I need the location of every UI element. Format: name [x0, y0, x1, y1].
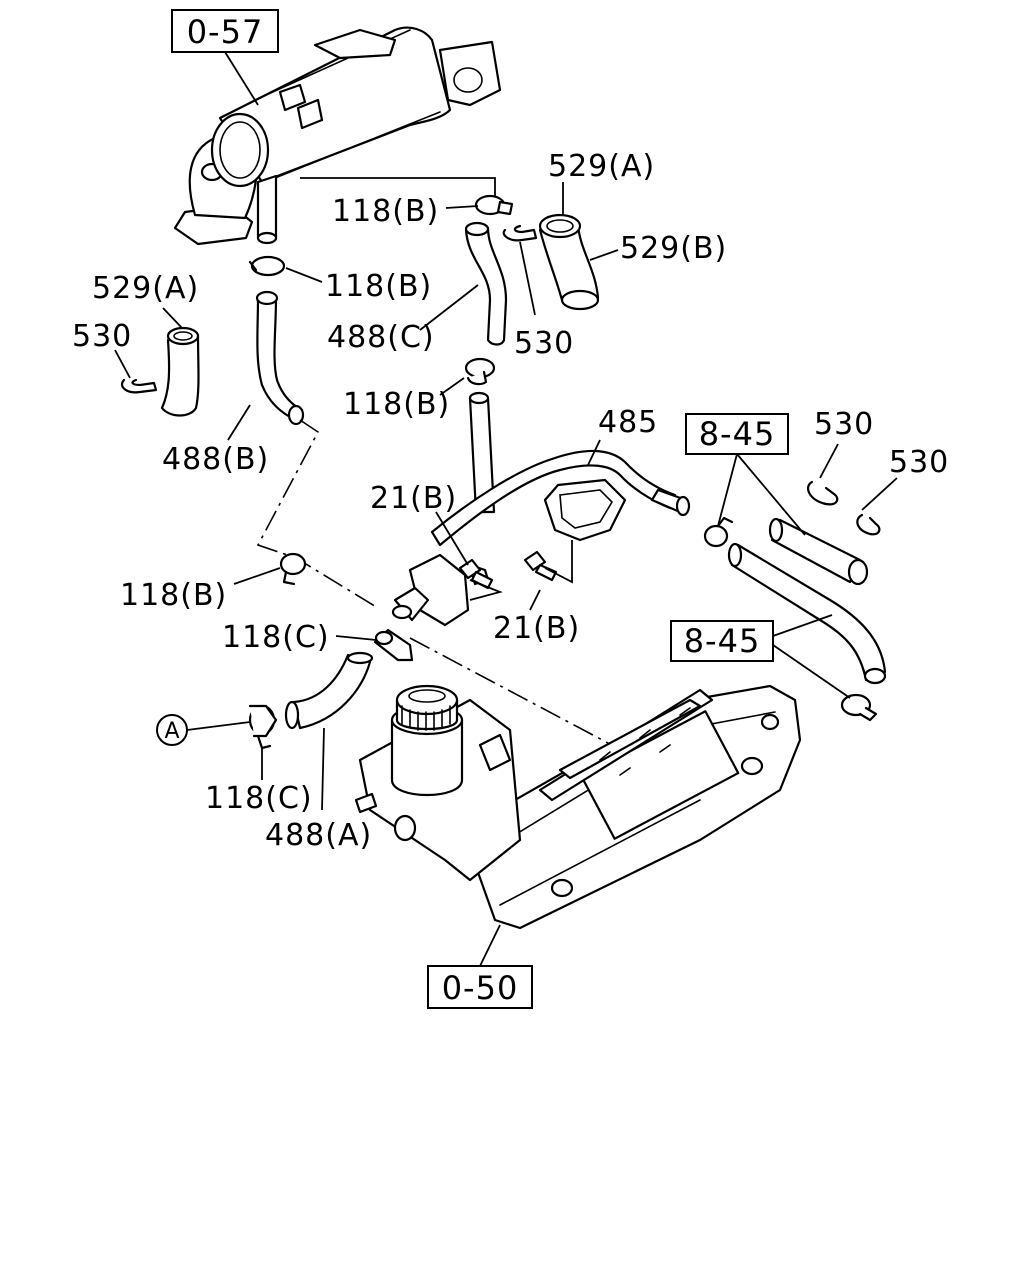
hose-8-45-straight[interactable] — [768, 517, 869, 586]
pipe-485[interactable] — [430, 449, 691, 547]
hose-488b[interactable] — [255, 290, 305, 426]
clamp-118b-cooler[interactable] — [248, 255, 286, 277]
label-530-left: 530 — [72, 319, 132, 354]
label-530-right-b: 530 — [889, 445, 949, 480]
oil-cooler-ref-label: 0-50 — [442, 969, 519, 1007]
clamp-118c-lower[interactable] — [248, 704, 278, 750]
label-118b-lower-left: 118(B) — [120, 578, 227, 613]
label-118b-mid-left: 118(B) — [325, 269, 432, 304]
label-118b-top: 118(B) — [332, 194, 439, 229]
egr-cooler — [173, 26, 502, 246]
connector-a-label: A — [164, 719, 179, 744]
clamp-8-45-lower[interactable] — [840, 693, 878, 722]
pipe-vertical[interactable] — [468, 391, 496, 514]
clamp-118b-top[interactable] — [474, 194, 514, 216]
clamp-118b-lower[interactable] — [279, 552, 307, 586]
bolt-21b-upper[interactable] — [458, 558, 494, 590]
label-21b-lower: 21(B) — [493, 611, 580, 646]
label-118c-lower: 118(C) — [205, 781, 313, 816]
label-488c: 488(C) — [327, 320, 435, 355]
oil-cooler-assembly — [354, 684, 802, 930]
oil-cooler-ref-box[interactable] — [427, 965, 533, 1009]
ref-8-45-lower-label: 8-45 — [684, 622, 761, 660]
label-488b: 488(B) — [162, 442, 269, 477]
clip-530-center[interactable] — [502, 224, 538, 242]
label-488a: 488(A) — [265, 818, 372, 853]
hose-488c[interactable] — [464, 221, 508, 346]
clamp-118c-upper[interactable] — [373, 628, 414, 662]
hose-8-45-bent[interactable] — [727, 542, 887, 685]
clamp-8-45-upper[interactable] — [703, 516, 734, 548]
clip-530-right-a[interactable] — [807, 480, 839, 506]
bolt-21b-lower[interactable] — [523, 550, 558, 582]
flow-line-lower — [409, 637, 641, 761]
ref-8-45-upper-label: 8-45 — [699, 415, 776, 453]
hose-488a[interactable] — [284, 651, 374, 730]
hose-529b[interactable] — [538, 223, 600, 311]
label-485: 485 — [598, 405, 658, 440]
label-529a-left: 529(A) — [92, 271, 199, 306]
label-530-center: 530 — [514, 326, 574, 361]
label-118c-upper: 118(C) — [222, 620, 330, 655]
egr-cooler-ref-box[interactable] — [171, 9, 279, 53]
clip-530-left[interactable] — [120, 378, 158, 394]
flow-line-left — [256, 419, 379, 609]
label-529a-top: 529(A) — [548, 149, 655, 184]
label-118b-mid-right: 118(B) — [343, 387, 450, 422]
label-21b-upper: 21(B) — [370, 481, 457, 516]
ref-8-45-lower-box[interactable] — [670, 620, 774, 662]
label-530-right-a: 530 — [814, 407, 874, 442]
label-529b: 529(B) — [620, 231, 727, 266]
hose-529a-left[interactable] — [160, 326, 200, 417]
egr-cooler-ref-label: 0-57 — [187, 13, 264, 51]
bracket-485[interactable] — [543, 478, 627, 542]
hose-529a-top[interactable] — [538, 213, 582, 239]
clamp-118b-mid[interactable] — [464, 357, 496, 386]
clip-530-right-b[interactable] — [856, 513, 881, 536]
